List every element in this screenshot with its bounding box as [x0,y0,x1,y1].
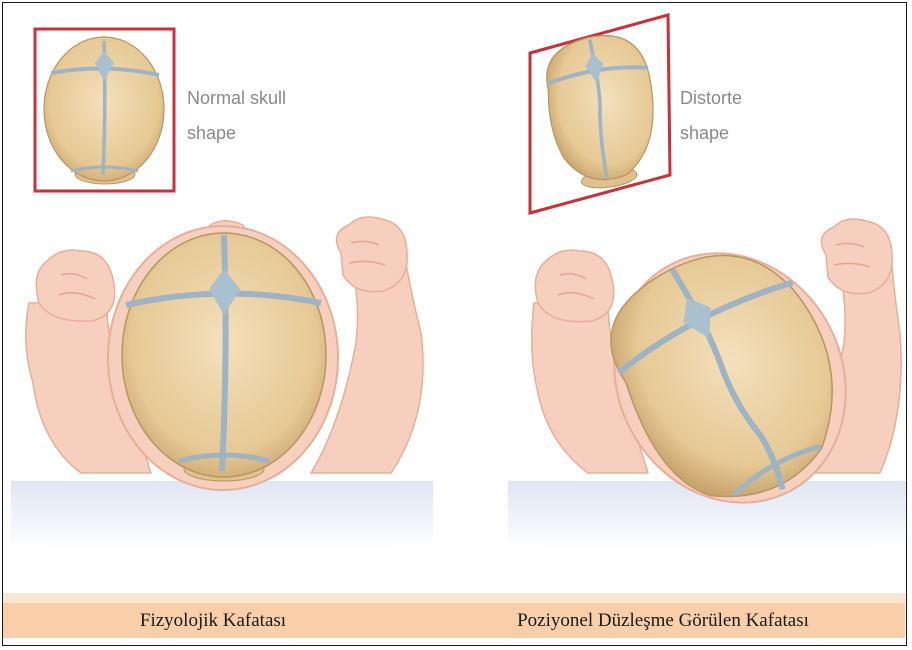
inset-label-line2: shape [187,116,236,151]
caption-normal-skull: Fizyolojik Kafatası [3,603,423,638]
inset-skull-distorted [540,30,664,194]
caption-footer: Fizyolojik Kafatası Poziyonel Düzleşme G… [3,593,907,643]
distorted-skull-panel: Distorte shape [508,3,906,593]
floor-shadow [11,481,433,552]
inset-label-line2: shape [680,116,729,151]
caption-flattened-skull: Poziyonel Düzleşme Görülen Kafatası [423,603,903,638]
inset-skull-normal [44,37,164,184]
inset-label-line1: Normal skull [187,81,286,116]
inset-label-line1: Distorte [680,81,742,116]
baby-head-normal [108,226,338,490]
footer-band [3,593,907,603]
normal-skull-panel: Normal skull shape [11,3,433,593]
